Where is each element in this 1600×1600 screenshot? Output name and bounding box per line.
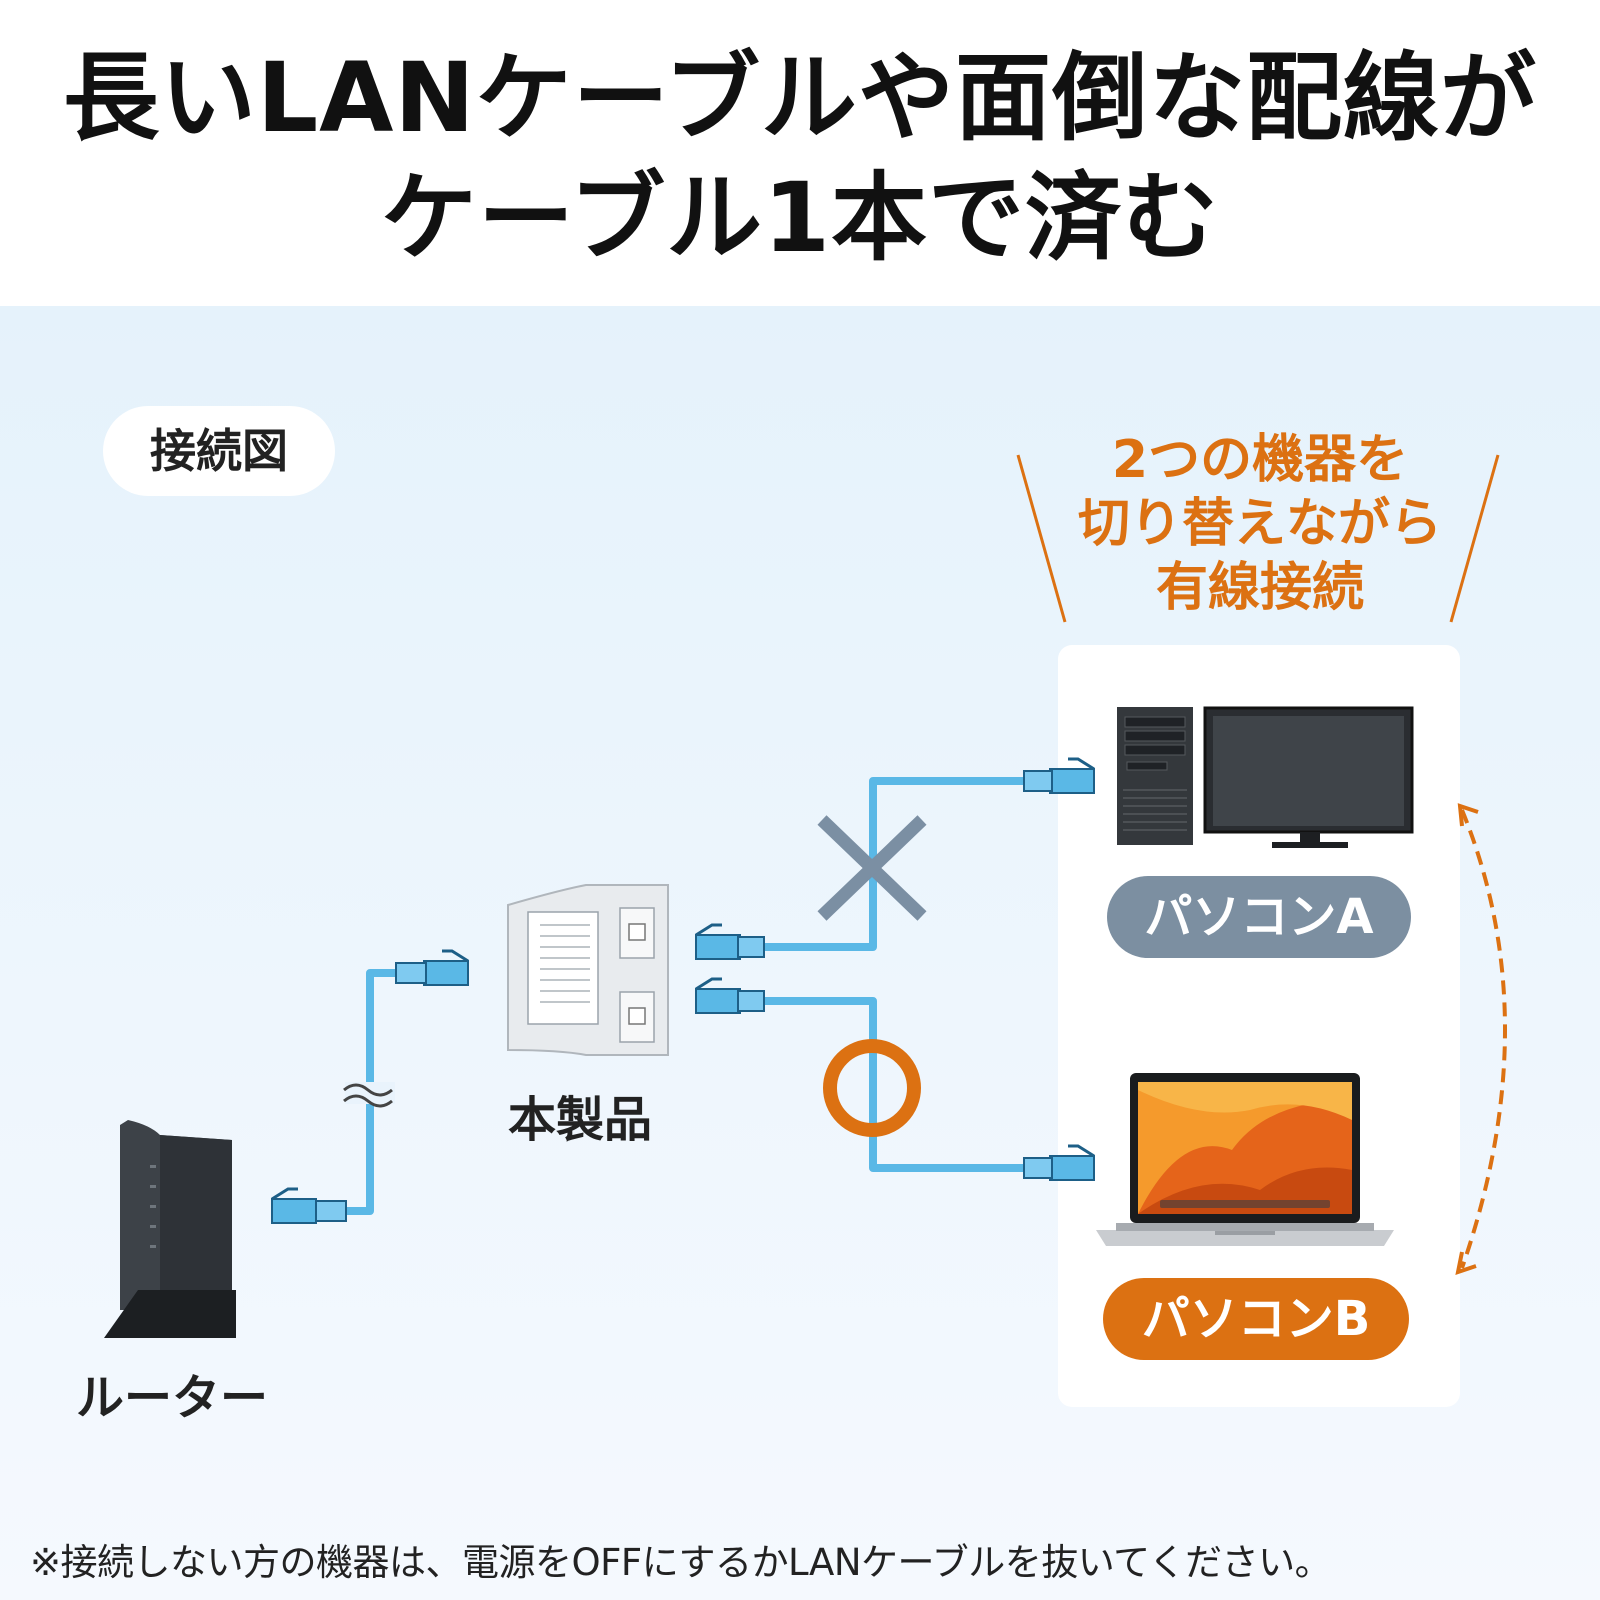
monitor-image (1203, 706, 1414, 848)
cable-product-pc-a (758, 777, 1030, 951)
bracket-right (1449, 454, 1500, 623)
arrow-head-up-icon (1457, 803, 1479, 827)
switch-note-line-3: 有線接続 (1155, 558, 1364, 618)
connection-diagram-badge: 接続図 (103, 406, 335, 496)
switch-note-line-2: 切り替えながら (1077, 494, 1442, 554)
cable-break-mark (343, 1082, 395, 1108)
connected-circle-icon (823, 1039, 921, 1137)
desktop-tower-image (1117, 707, 1193, 845)
header: 長いLANケーブルや面倒な配線が ケーブル1本で済む (0, 0, 1600, 306)
pc-a-label: パソコンA (1107, 876, 1411, 958)
rj45-connector-product-in (395, 949, 469, 986)
bracket-left (1016, 454, 1067, 623)
switch-arrow (1455, 803, 1507, 1275)
router-label: ルーター (76, 1370, 269, 1426)
laptop-image (1096, 1073, 1394, 1246)
switch-note-line-1: 2つの機器を (1111, 430, 1409, 490)
arrow-head-down-icon (1455, 1251, 1477, 1275)
footnote: ※接続しない方の機器は、電源をOFFにするかLANケーブルを抜いてください。 (30, 1541, 1332, 1584)
lan-cables (338, 777, 1030, 1215)
switch-note: 2つの機器を 切り替えながら 有線接続 (1040, 428, 1480, 620)
rj45-connector-pc-a (1023, 757, 1095, 794)
pc-b-label: パソコンB (1103, 1278, 1409, 1360)
router-image (104, 1120, 236, 1338)
rj45-connector-product-out-b (695, 977, 765, 1014)
disconnected-cross-icon (817, 815, 927, 921)
title-line-2: ケーブル1本で済む (380, 162, 1220, 274)
cable-product-pc-b (758, 997, 1030, 1172)
rj45-connector-router (271, 1187, 347, 1224)
title-line-1: 長いLANケーブルや面倒な配線が (62, 42, 1538, 154)
rj45-connector-product-out-a (695, 923, 765, 960)
product-label: 本製品 (508, 1092, 653, 1148)
rj45-connector-pc-b (1023, 1144, 1095, 1181)
lan-switch-product-image (507, 884, 669, 1056)
